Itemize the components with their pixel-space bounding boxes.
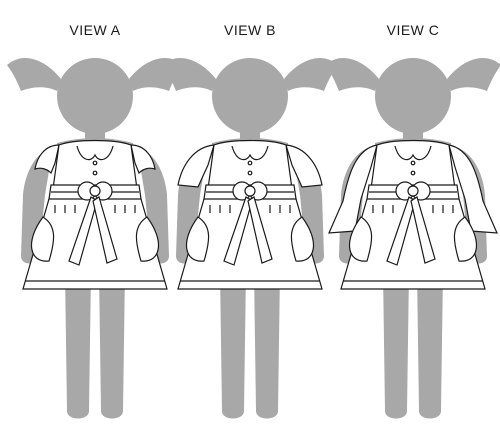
figure-view-b bbox=[162, 57, 338, 419]
view-a-label: VIEW A bbox=[69, 22, 121, 38]
view-c-label: VIEW C bbox=[386, 22, 440, 38]
figure-view-c bbox=[325, 57, 500, 419]
figure-view-a bbox=[7, 57, 183, 419]
view-b-label: VIEW B bbox=[223, 22, 276, 38]
